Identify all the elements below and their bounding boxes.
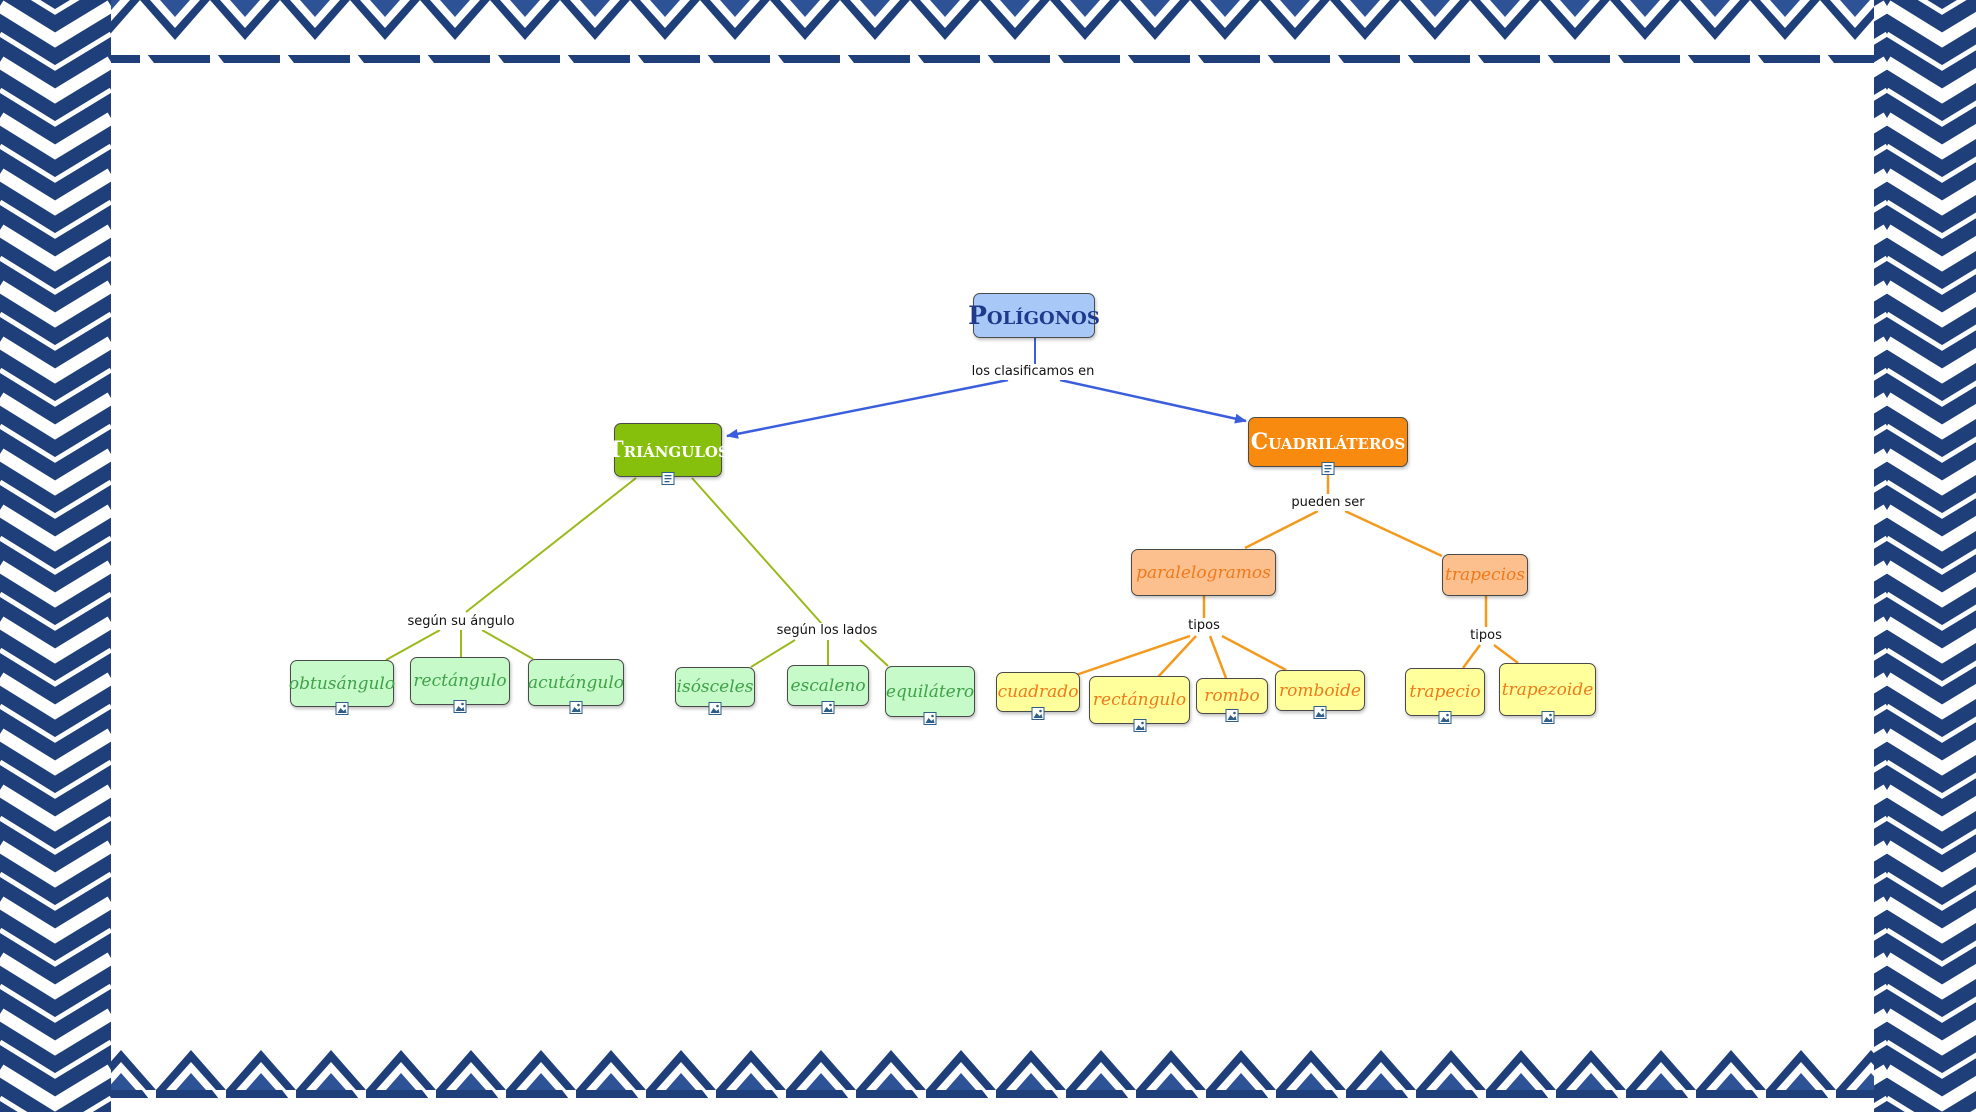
node-trapezoid-label: trapezoide xyxy=(1501,679,1594,700)
node-scalene-label: escaleno xyxy=(790,675,866,696)
node-acute[interactable]: acutángulo xyxy=(527,659,625,714)
node-square[interactable]: cuadrado xyxy=(996,672,1080,720)
node-obtuse-label: obtusángulo xyxy=(288,673,396,694)
node-right[interactable]: rectángulo xyxy=(410,657,510,713)
connector-sides-isosceles xyxy=(750,639,796,668)
node-triangles[interactable]: Triángulos xyxy=(607,423,729,485)
connector-types-rhomboid xyxy=(1221,634,1287,672)
arrow-to-quads xyxy=(1059,378,1247,424)
image-icon[interactable] xyxy=(1541,711,1554,724)
image-icon[interactable] xyxy=(1313,706,1327,719)
connector-tri-angle xyxy=(465,477,637,613)
arrow-to-triangles xyxy=(726,378,1009,439)
node-rhomboid-label: romboide xyxy=(1279,680,1361,701)
connector-canbe-parallelograms xyxy=(1244,509,1319,550)
node-triangles-label: Triángulos xyxy=(607,437,729,463)
note-icon[interactable] xyxy=(1321,462,1335,475)
node-parallelograms[interactable]: paralelogramos xyxy=(1131,549,1276,596)
link-label-can-be: pueden ser xyxy=(1289,495,1367,511)
node-trapezoids-label: trapecios xyxy=(1445,565,1525,585)
node-right-label: rectángulo xyxy=(413,671,507,691)
connector-types-trapezoid xyxy=(1493,644,1519,664)
image-icon[interactable] xyxy=(569,701,583,714)
node-parallelograms-label: paralelogramos xyxy=(1136,562,1271,583)
connector-types-square xyxy=(1075,634,1191,677)
node-equilateral[interactable]: equilátero xyxy=(885,666,975,725)
node-trapezium[interactable]: trapecio xyxy=(1405,668,1485,724)
node-square-label: cuadrado xyxy=(997,682,1079,702)
node-root[interactable]: Polígonos xyxy=(968,293,1100,338)
connector-types-rectangle xyxy=(1157,635,1197,678)
image-icon[interactable] xyxy=(1438,711,1452,724)
node-isosceles-label: isósceles xyxy=(676,677,754,697)
image-icon[interactable] xyxy=(708,702,722,715)
node-quadrilaterals[interactable]: Cuadriláteros xyxy=(1248,417,1408,475)
image-icon[interactable] xyxy=(335,702,349,715)
image-icon[interactable] xyxy=(1031,707,1045,720)
node-obtuse[interactable]: obtusángulo xyxy=(288,660,396,715)
link-label-by-angle: según su ángulo xyxy=(405,614,517,630)
node-rectangle[interactable]: rectángulo xyxy=(1089,676,1190,732)
node-equilateral-label: equilátero xyxy=(885,681,975,702)
link-label-types-parallelograms: tipos xyxy=(1186,618,1222,634)
node-trapezoids[interactable]: trapecios xyxy=(1442,554,1528,596)
connector-types-trapezium xyxy=(1461,644,1482,669)
node-isosceles[interactable]: isósceles xyxy=(675,667,755,715)
link-label-classified-in: los clasificamos en xyxy=(969,364,1097,380)
canvas-paper xyxy=(111,63,1874,1049)
image-icon[interactable] xyxy=(1133,719,1146,732)
image-icon[interactable] xyxy=(453,700,467,713)
connector-sides-equilateral xyxy=(859,639,889,667)
node-quadrilaterals-label: Cuadriláteros xyxy=(1250,429,1406,455)
node-root-label: Polígonos xyxy=(968,301,1100,330)
node-rhombus[interactable]: rombo xyxy=(1196,678,1268,722)
connector-types-rhombus xyxy=(1208,635,1228,679)
image-icon[interactable] xyxy=(821,701,835,714)
node-rhomboid[interactable]: romboide xyxy=(1275,670,1365,719)
node-trapezium-label: trapecio xyxy=(1409,682,1481,702)
connector-angle-obtuse xyxy=(385,629,441,661)
connector-tri-sides xyxy=(691,477,823,625)
node-rhombus-label: rombo xyxy=(1204,686,1260,706)
connector-canbe-trapezoids xyxy=(1344,509,1443,558)
link-label-types-trapezoids: tipos xyxy=(1468,628,1504,644)
connector-angle-acute xyxy=(481,629,534,660)
note-icon[interactable] xyxy=(661,472,675,485)
link-label-by-sides: según los lados xyxy=(774,623,880,639)
node-rectangle-label: rectángulo xyxy=(1092,690,1187,710)
node-trapezoid[interactable]: trapezoide xyxy=(1499,663,1596,724)
node-acute-label: acutángulo xyxy=(527,672,625,693)
image-icon[interactable] xyxy=(923,712,937,725)
image-icon[interactable] xyxy=(1225,709,1239,722)
node-scalene[interactable]: escaleno xyxy=(787,665,869,714)
